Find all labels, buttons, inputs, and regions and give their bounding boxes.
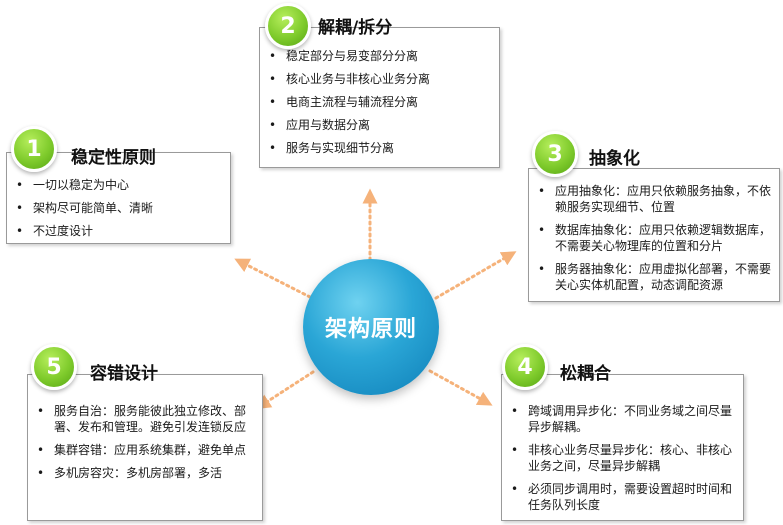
principle-1-item: 一切以稳定为中心	[7, 177, 230, 193]
principle-3-item: 应用抽象化：应用只依赖服务抽象，不依赖服务实现细节、位置	[529, 183, 773, 215]
number-badge-2: 2	[265, 3, 311, 49]
principle-4-list: 跨域调用异步化：不同业务域之间尽量异步解耦。 非核心业务尽量异步化：核心、非核心…	[502, 375, 743, 513]
principle-1-list: 一切以稳定为中心 架构尽可能简单、清晰 不过度设计	[7, 153, 230, 239]
principle-1-title: 稳定性原则	[71, 148, 156, 168]
arrow-to-principle-4	[428, 369, 493, 406]
badge-number: 2	[280, 13, 296, 39]
principle-5-item: 多机房容灾：多机房部署，多活	[28, 465, 256, 481]
principle-5-list: 服务自治：服务能彼此独立修改、部署、发布和管理。避免引发连锁反应 集群容错：应用…	[28, 375, 262, 481]
principle-5-item: 集群容错：应用系统集群，避免单点	[28, 442, 256, 458]
principle-2-item: 服务与实现细节分离	[260, 140, 499, 156]
principle-4-title: 松耦合	[560, 364, 611, 384]
number-badge-5: 5	[31, 344, 77, 390]
principle-box-2: 稳定部分与易变部分分离 核心业务与非核心业务分离 电商主流程与辅流程分离 应用与…	[259, 27, 500, 168]
principle-1-item: 不过度设计	[7, 223, 230, 239]
principle-4-item: 非核心业务尽量异步化：核心、非核心业务之间，尽量异步解耦	[502, 442, 737, 474]
principle-2-list: 稳定部分与易变部分分离 核心业务与非核心业务分离 电商主流程与辅流程分离 应用与…	[260, 28, 499, 156]
principle-2-title: 解耦/拆分	[318, 18, 393, 38]
principle-4-item: 跨域调用异步化：不同业务域之间尽量异步解耦。	[502, 403, 737, 435]
arrow-to-principle-1	[234, 258, 312, 299]
principle-3-item: 数据库抽象化：应用只依赖逻辑数据库，不需要关心物理库的位置和分片	[529, 222, 773, 254]
number-badge-4: 4	[502, 344, 548, 390]
principle-3-title: 抽象化	[589, 149, 640, 169]
center-circle: 架构原则	[303, 259, 439, 395]
principle-1-item: 架构尽可能简单、清晰	[7, 200, 230, 216]
badge-number: 5	[46, 354, 62, 380]
principle-3-item: 服务器抽象化：应用虚拟化部署，不需要关心实体机配置，动态调配资源	[529, 261, 773, 293]
badge-number: 1	[26, 136, 42, 162]
arrow-to-principle-5	[255, 370, 315, 410]
arrow-to-principle-3	[434, 251, 517, 300]
principle-2-item: 稳定部分与易变部分分离	[260, 48, 499, 64]
principle-box-4: 跨域调用异步化：不同业务域之间尽量异步解耦。 非核心业务尽量异步化：核心、非核心…	[501, 374, 744, 521]
principle-5-item: 服务自治：服务能彼此独立修改、部署、发布和管理。避免引发连锁反应	[28, 403, 256, 435]
principle-2-item: 核心业务与非核心业务分离	[260, 71, 499, 87]
principle-2-item: 应用与数据分离	[260, 117, 499, 133]
principle-4-item: 必须同步调用时，需要设置超时时间和任务队列长度	[502, 481, 737, 513]
badge-number: 4	[517, 354, 533, 380]
principle-box-3: 应用抽象化：应用只依赖服务抽象，不依赖服务实现细节、位置 数据库抽象化：应用只依…	[528, 168, 780, 302]
center-label: 架构原则	[324, 317, 417, 342]
number-badge-3: 3	[532, 131, 578, 177]
principle-3-list: 应用抽象化：应用只依赖服务抽象，不依赖服务实现细节、位置 数据库抽象化：应用只依…	[529, 169, 779, 293]
principle-box-5: 服务自治：服务能彼此独立修改、部署、发布和管理。避免引发连锁反应 集群容错：应用…	[27, 374, 263, 521]
principle-2-item: 电商主流程与辅流程分离	[260, 94, 499, 110]
principle-5-title: 容错设计	[90, 364, 158, 384]
number-badge-1: 1	[11, 126, 57, 172]
badge-number: 3	[547, 141, 563, 167]
